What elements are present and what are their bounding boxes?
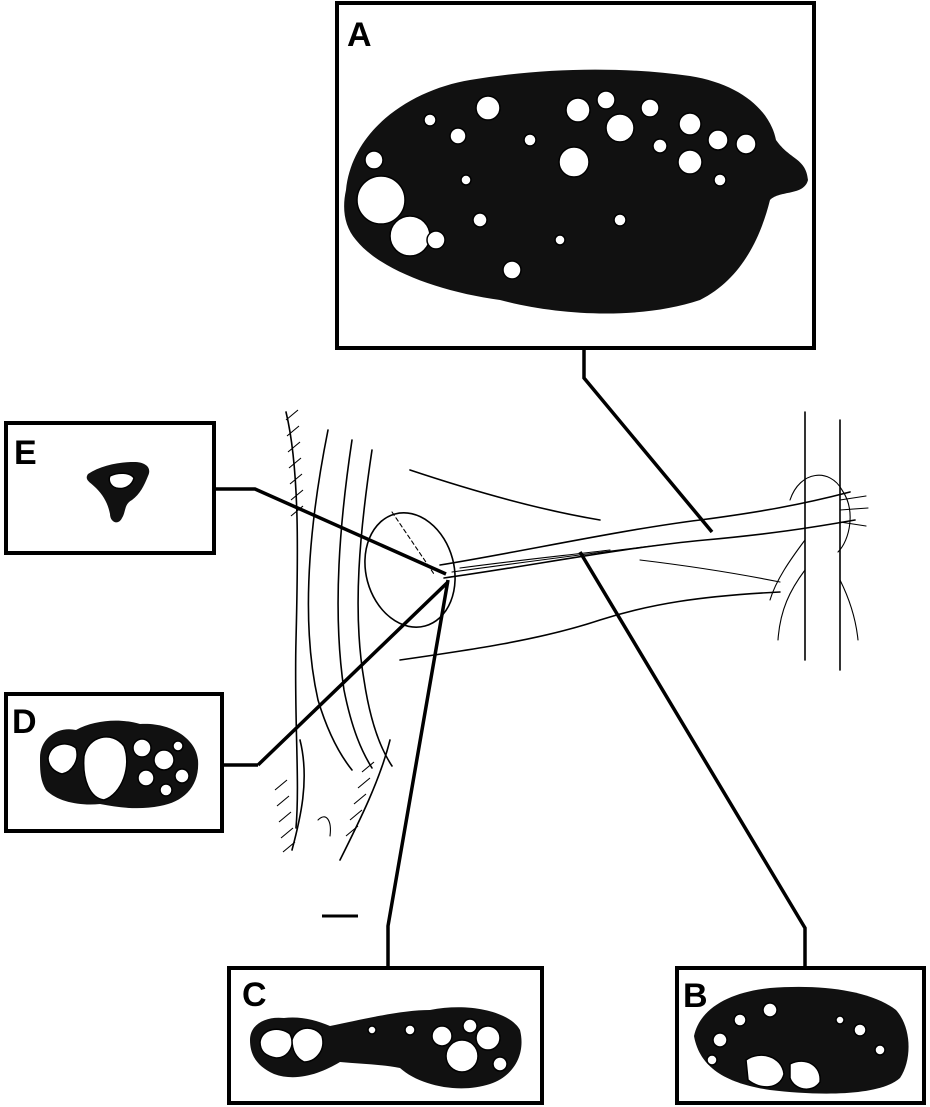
panel-d-section xyxy=(40,721,198,809)
panel-e: E xyxy=(6,423,214,553)
panel-c-label: C xyxy=(242,976,267,1014)
leader-line-a xyxy=(584,348,712,532)
panel-c: C xyxy=(229,968,542,1103)
panel-a-label: A xyxy=(347,16,372,54)
leader-line-d xyxy=(222,582,448,765)
leader-line-e xyxy=(214,489,446,574)
leader-line-c xyxy=(388,580,448,968)
panel-d: D xyxy=(6,694,222,831)
panel-e-label: E xyxy=(14,434,37,472)
panel-d-label: D xyxy=(12,703,37,741)
leader-line-b xyxy=(580,552,805,968)
panel-a: A xyxy=(337,3,814,348)
leader-lines xyxy=(214,348,805,968)
panel-b-label: B xyxy=(683,977,708,1015)
panel-b: B xyxy=(677,968,924,1103)
